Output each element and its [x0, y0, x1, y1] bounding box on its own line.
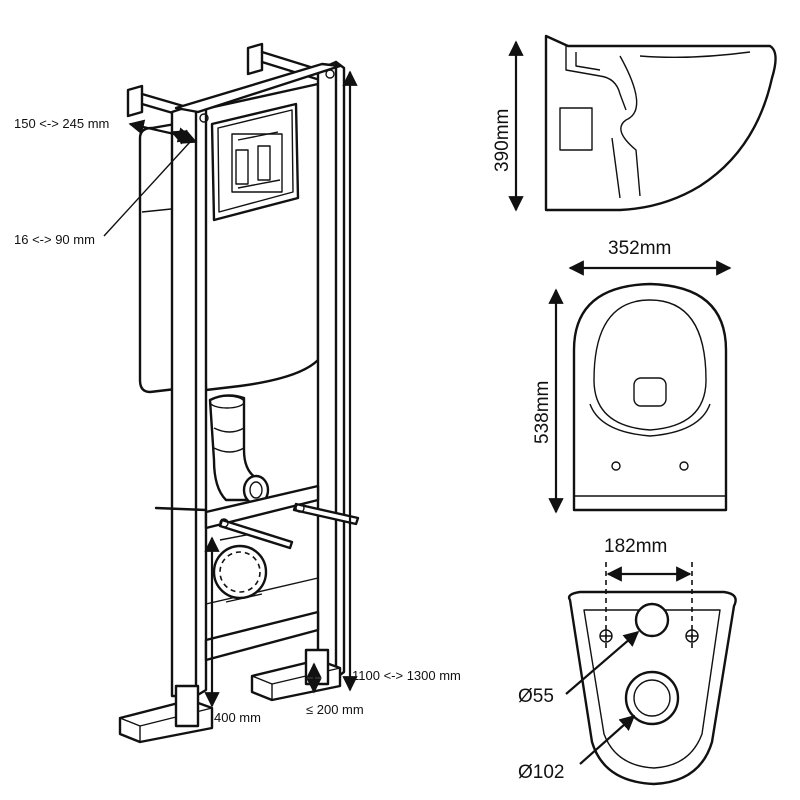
waste-pipe	[208, 394, 270, 506]
label-pan-width: 352mm	[608, 238, 671, 259]
leader-inlet	[565, 630, 640, 695]
pan-top-view: 352mm 538mm	[532, 238, 732, 514]
frame-bottom-rail	[204, 610, 320, 662]
frame-upright-right	[316, 60, 346, 680]
outlet-connector	[212, 531, 268, 603]
label-pan-height: 390mm	[492, 109, 513, 172]
label-inlet-diameter: Ø55	[518, 686, 554, 707]
pan-rear-view: 182mm Ø55 Ø102	[518, 536, 737, 786]
pan-side-view: 390mm	[492, 34, 777, 212]
frame-foot-right	[250, 648, 342, 702]
frame-support-rail	[204, 484, 320, 530]
wall-frame-drawing: 150 <-> 245 mm 16 <-> 90 mm 1100 <-> 130…	[14, 42, 461, 744]
label-outlet-diameter: Ø102	[518, 762, 564, 783]
frame-upright-left	[170, 102, 208, 698]
label-frame-depth: 16 <-> 90 mm	[14, 232, 95, 247]
label-frame-height: 1100 <-> 1300 mm	[352, 668, 461, 683]
label-pan-length: 538mm	[532, 381, 553, 444]
flush-plate-mount	[210, 102, 300, 222]
frame-foot-left	[118, 684, 214, 744]
label-fixing-centres: 182mm	[604, 536, 667, 557]
wall-bracket-top-right	[246, 42, 322, 82]
dim-frame-depth-arrow	[170, 129, 198, 145]
frame-top-rail	[174, 62, 342, 114]
leader-outlet	[579, 714, 636, 765]
inlet-hole	[634, 602, 670, 638]
label-foot-adjust: ≤ 200 mm	[306, 702, 364, 717]
label-wall-depth: 150 <-> 245 mm	[14, 116, 109, 131]
dim-frame-depth-leader	[103, 141, 191, 237]
label-pan-connection: 400 mm	[214, 710, 261, 725]
